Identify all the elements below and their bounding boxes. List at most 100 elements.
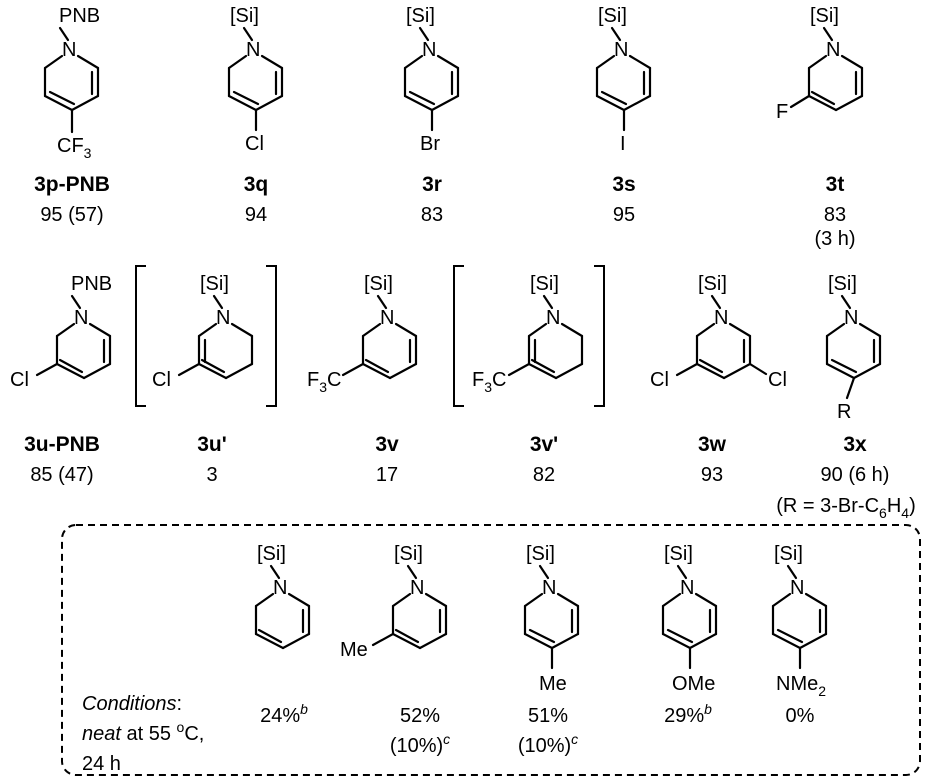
compound-id: 3q	[244, 173, 269, 196]
yield: 3	[206, 464, 217, 486]
si-label: [Si]	[257, 543, 286, 565]
n-atom: N	[546, 307, 560, 329]
yield: 95 (57)	[40, 204, 103, 226]
compound-id: 3p-PNB	[34, 173, 110, 196]
structure-3v: [Si] N F3C	[307, 273, 418, 395]
conditions-label: Conditions:	[82, 693, 182, 715]
i-label: I	[620, 133, 626, 155]
compound-id: 3r	[422, 173, 442, 196]
f3c-label: F3C	[307, 369, 341, 395]
n-atom: N	[542, 577, 556, 599]
cl-label: Cl	[650, 369, 669, 391]
yield: 85 (47)	[30, 464, 93, 486]
right-bracket	[266, 265, 277, 407]
structure-3v-prime: [Si] N F3C	[472, 273, 584, 395]
yield: 82	[533, 464, 555, 486]
si-label: [Si]	[230, 5, 259, 27]
yield: 94	[245, 204, 267, 226]
compound-id: 3v'	[530, 433, 558, 456]
structure-3w: [Si] N Cl Cl	[650, 273, 787, 391]
structure-3u-prime: [Si] N Cl	[152, 273, 254, 391]
pnb-label: PNB	[71, 273, 112, 295]
yield: 29%b	[664, 701, 712, 727]
yield: 90 (6 h)	[821, 464, 890, 486]
structure-3x: [Si] N R	[825, 273, 882, 423]
n-atom: N	[826, 39, 840, 61]
f3c-label: F3C	[472, 369, 506, 395]
yield-note: (10%)c	[390, 731, 450, 757]
structure-unsubstituted: [Si] N	[254, 543, 311, 650]
f-label: F	[776, 101, 788, 123]
conditions-box	[61, 524, 921, 776]
yield: 83	[824, 204, 846, 226]
si-label: [Si]	[664, 543, 693, 565]
compound-id: 3s	[612, 173, 635, 196]
cl-label: Cl	[245, 133, 264, 155]
si-label: [Si]	[364, 273, 393, 295]
yield: 24%b	[260, 701, 308, 727]
compound-id: 3v	[375, 433, 399, 456]
structure-4-dimethylamino: [Si] N NMe2	[771, 543, 828, 699]
right-bracket	[594, 265, 605, 407]
yield: 51%	[528, 705, 568, 727]
ome-label: OMe	[672, 673, 715, 695]
n-atom: N	[380, 307, 394, 329]
compound-id: 3t	[826, 173, 845, 196]
si-label: [Si]	[406, 5, 435, 27]
reaction-time-note: (3 h)	[814, 228, 855, 250]
yield: 0%	[786, 705, 815, 727]
pnb-label: PNB	[59, 5, 100, 27]
si-label: [Si]	[698, 273, 727, 295]
conditions-temperature: neat at 55 oC,	[82, 719, 204, 745]
n-atom: N	[422, 39, 436, 61]
structure-3p-pnb: PNB N CF3	[43, 5, 100, 161]
cl-label: Cl	[152, 369, 171, 391]
structure-3t: [Si] N F	[776, 5, 864, 123]
cl-label: Cl	[768, 369, 787, 391]
yield: 17	[376, 464, 398, 486]
structure-4-methyl: [Si] N Me	[523, 543, 580, 695]
si-label: [Si]	[598, 5, 627, 27]
structure-4-methoxy: [Si] N OMe	[661, 543, 718, 695]
si-label: [Si]	[200, 273, 229, 295]
yield: 93	[701, 464, 723, 486]
compound-id: 3w	[698, 433, 727, 456]
yield: 95	[613, 204, 635, 226]
r-definition-note: (R = 3-Br-C6H4)	[776, 495, 916, 521]
compound-id: 3x	[843, 433, 867, 456]
si-label: [Si]	[828, 273, 857, 295]
r-label: R	[837, 401, 851, 423]
structure-3q: [Si] N Cl	[227, 5, 284, 155]
conditions-time: 24 h	[82, 753, 121, 775]
cl-label: Cl	[10, 369, 29, 391]
structure-3-methyl: [Si] N Me	[340, 543, 448, 661]
n-atom: N	[714, 307, 728, 329]
n-atom: N	[680, 577, 694, 599]
cf3-label: CF3	[57, 135, 92, 161]
si-label: [Si]	[526, 543, 555, 565]
n-atom: N	[273, 577, 287, 599]
compound-id: 3u-PNB	[24, 433, 100, 456]
structure-3s: [Si] N I	[595, 5, 652, 155]
si-label: [Si]	[810, 5, 839, 27]
nme2-label: NMe2	[776, 673, 826, 699]
si-label: [Si]	[530, 273, 559, 295]
structure-3r: [Si] N Br	[403, 5, 460, 155]
me-label: Me	[539, 673, 567, 695]
left-bracket	[135, 265, 146, 407]
n-atom: N	[614, 39, 628, 61]
n-atom: N	[62, 39, 76, 61]
yield: 52%	[400, 705, 440, 727]
n-atom: N	[216, 307, 230, 329]
yield-note: (10%)c	[518, 731, 578, 757]
compound-id: 3u'	[197, 433, 227, 456]
si-label: [Si]	[394, 543, 423, 565]
structure-3u-pnb: PNB N Cl	[10, 273, 112, 391]
br-label: Br	[420, 133, 440, 155]
n-atom: N	[790, 577, 804, 599]
si-label: [Si]	[774, 543, 803, 565]
n-atom: N	[410, 577, 424, 599]
left-bracket	[453, 265, 464, 407]
n-atom: N	[74, 307, 88, 329]
